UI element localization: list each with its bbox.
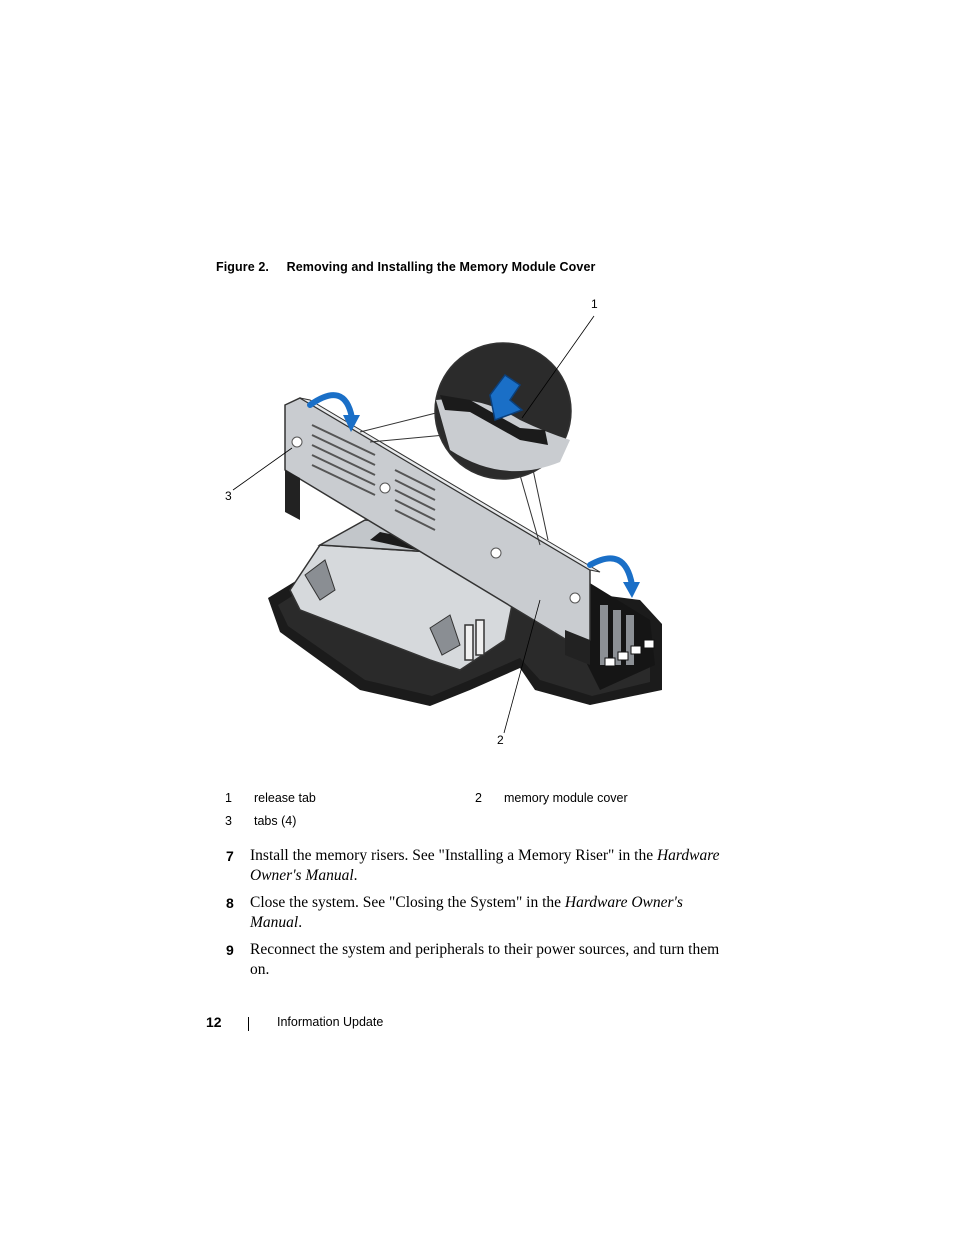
step-text: Install the memory risers. See "Installi… <box>250 847 657 864</box>
legend-num: 2 <box>475 791 482 805</box>
legend-text: release tab <box>254 791 316 805</box>
release-tab-inset <box>359 342 572 546</box>
step-end: . <box>298 914 303 931</box>
footer-divider <box>248 1017 249 1031</box>
step-number: 9 <box>226 942 234 958</box>
section-title: Information Update <box>277 1015 384 1029</box>
legend-num: 1 <box>225 791 232 805</box>
manual-reference: Hardware Owner's Manual <box>250 894 683 931</box>
step-text: Close the system. See "Closing the Syste… <box>250 894 565 911</box>
callout-1: 1 <box>591 297 598 311</box>
step-item: 9 Reconnect the system and peripherals t… <box>226 940 726 980</box>
callout-2: 2 <box>497 733 504 747</box>
step-item: 8 Close the system. See "Closing the Sys… <box>226 893 726 933</box>
figure-title: Removing and Installing the Memory Modul… <box>286 260 596 274</box>
manual-reference: Hardware Owner's Manual <box>250 847 720 884</box>
figure-caption: Figure 2. Removing and Installing the Me… <box>216 260 595 274</box>
step-number: 8 <box>226 895 234 911</box>
legend-num: 3 <box>225 814 232 828</box>
procedure-steps: 7 Install the memory risers. See "Instal… <box>226 846 726 987</box>
legend-text: memory module cover <box>504 791 628 805</box>
step-number: 7 <box>226 848 234 864</box>
page-number: 12 <box>206 1014 222 1030</box>
step-text: Reconnect the system and peripherals to … <box>250 941 720 978</box>
step-end: . <box>353 867 358 884</box>
step-item: 7 Install the memory risers. See "Instal… <box>226 846 726 886</box>
callout-3: 3 <box>225 489 232 503</box>
legend-text: tabs (4) <box>254 814 297 828</box>
figure-label: Figure 2. <box>216 260 269 274</box>
memory-module-cover-illustration <box>232 315 662 734</box>
